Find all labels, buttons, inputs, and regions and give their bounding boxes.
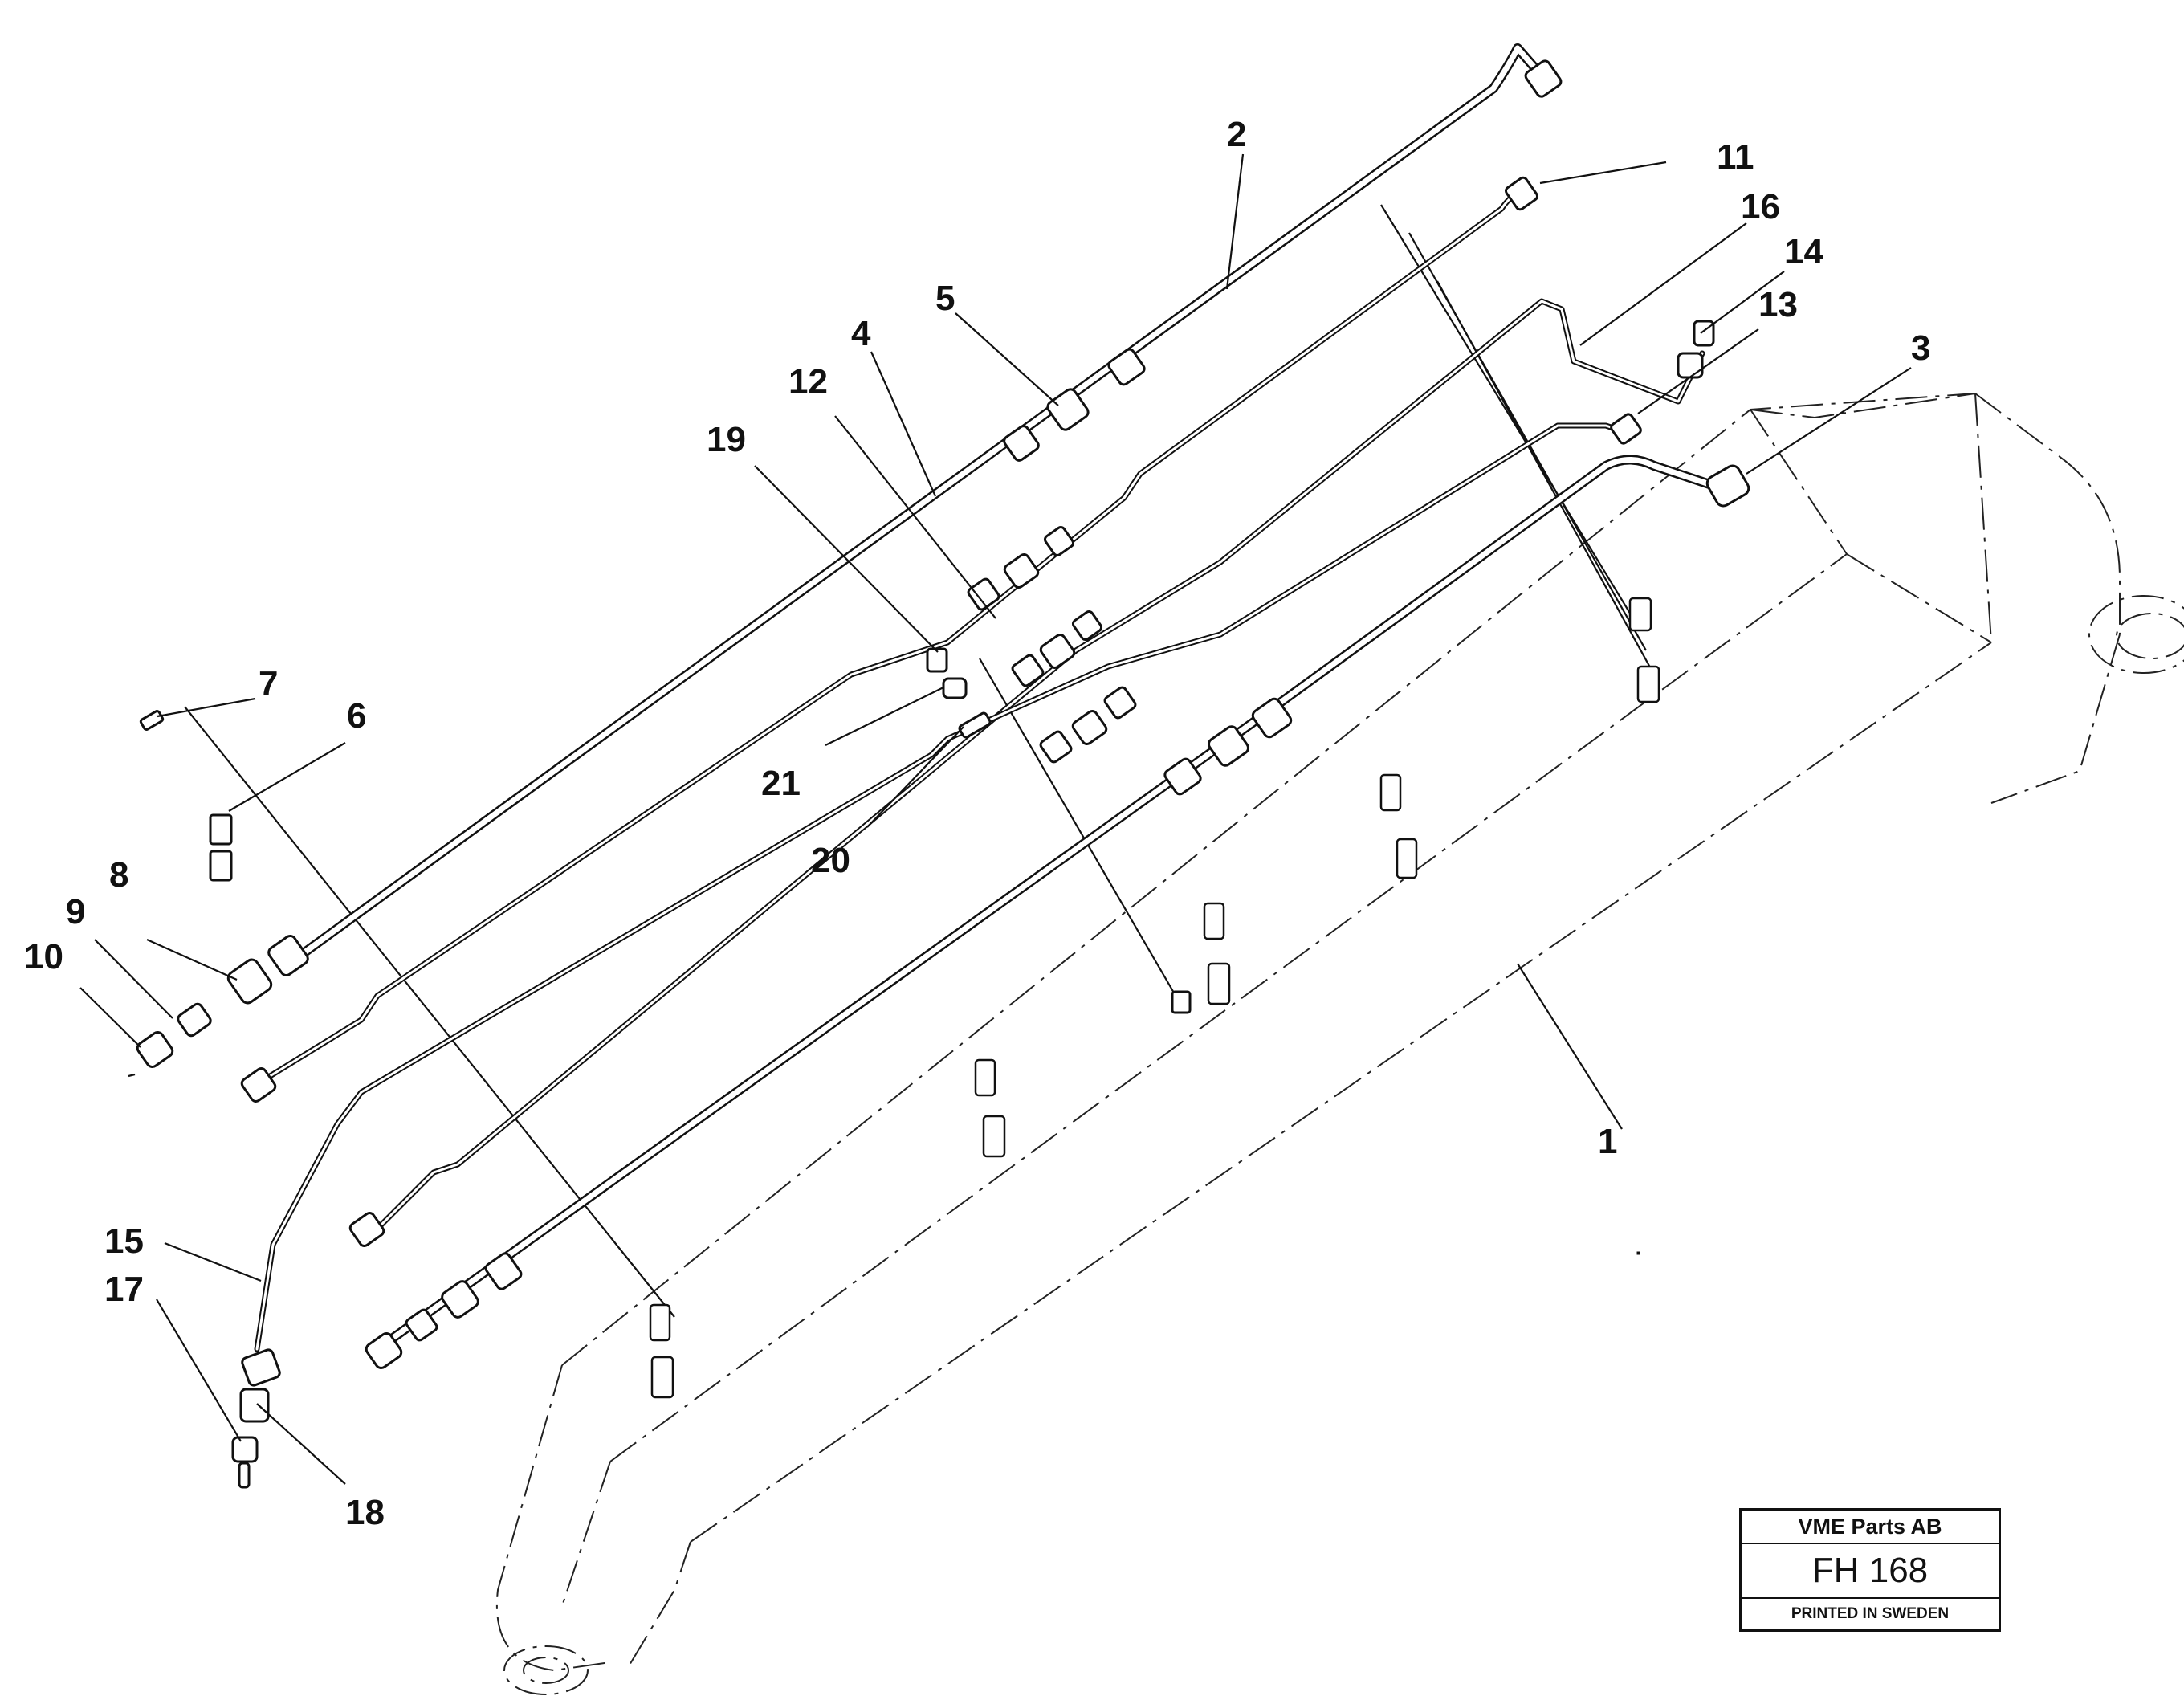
title-stamp: VME Parts AB FH 168 PRINTED IN SWEDEN — [1739, 1508, 2001, 1632]
callout-18: 18 — [345, 1493, 385, 1532]
leader-lines — [79, 153, 1912, 1485]
clips — [649, 597, 1660, 1399]
callout-11: 11 — [1717, 137, 1754, 177]
callout-21: 21 — [761, 764, 801, 803]
callout-5: 5 — [935, 279, 955, 318]
callout-numbers: 1 2 3 4 5 6 7 8 9 10 11 12 13 14 15 16 1… — [24, 115, 1930, 1532]
callout-17: 17 — [104, 1270, 144, 1309]
callout-3: 3 — [1911, 328, 1930, 368]
pipe-2 — [284, 43, 1550, 968]
callout-10: 10 — [24, 937, 63, 976]
stamp-company: VME Parts AB — [1742, 1510, 1999, 1544]
tube-15 — [254, 422, 1633, 1352]
fittings — [136, 59, 1750, 1489]
tube-16 — [362, 298, 1705, 1244]
callout-13: 13 — [1758, 285, 1798, 324]
callout-1: 1 — [1598, 1122, 1617, 1161]
pipe-3 — [373, 455, 1731, 1354]
callout-14: 14 — [1784, 232, 1823, 271]
alignment-lines — [128, 204, 1655, 1318]
callout-8: 8 — [109, 855, 128, 895]
callout-2: 2 — [1227, 115, 1246, 154]
callout-19: 19 — [707, 420, 746, 459]
callout-7: 7 — [259, 664, 278, 703]
callout-9: 9 — [66, 892, 85, 932]
stamp-code: FH 168 — [1742, 1544, 1999, 1599]
callout-4: 4 — [851, 314, 871, 353]
tube-4 — [254, 190, 1537, 1087]
boom-outline — [495, 393, 2184, 1695]
callout-6: 6 — [347, 696, 366, 736]
callout-20: 20 — [811, 841, 850, 880]
stamp-printed: PRINTED IN SWEDEN — [1791, 1605, 1950, 1622]
callout-12: 12 — [788, 362, 828, 402]
callout-16: 16 — [1741, 187, 1780, 226]
callout-15: 15 — [104, 1221, 144, 1261]
